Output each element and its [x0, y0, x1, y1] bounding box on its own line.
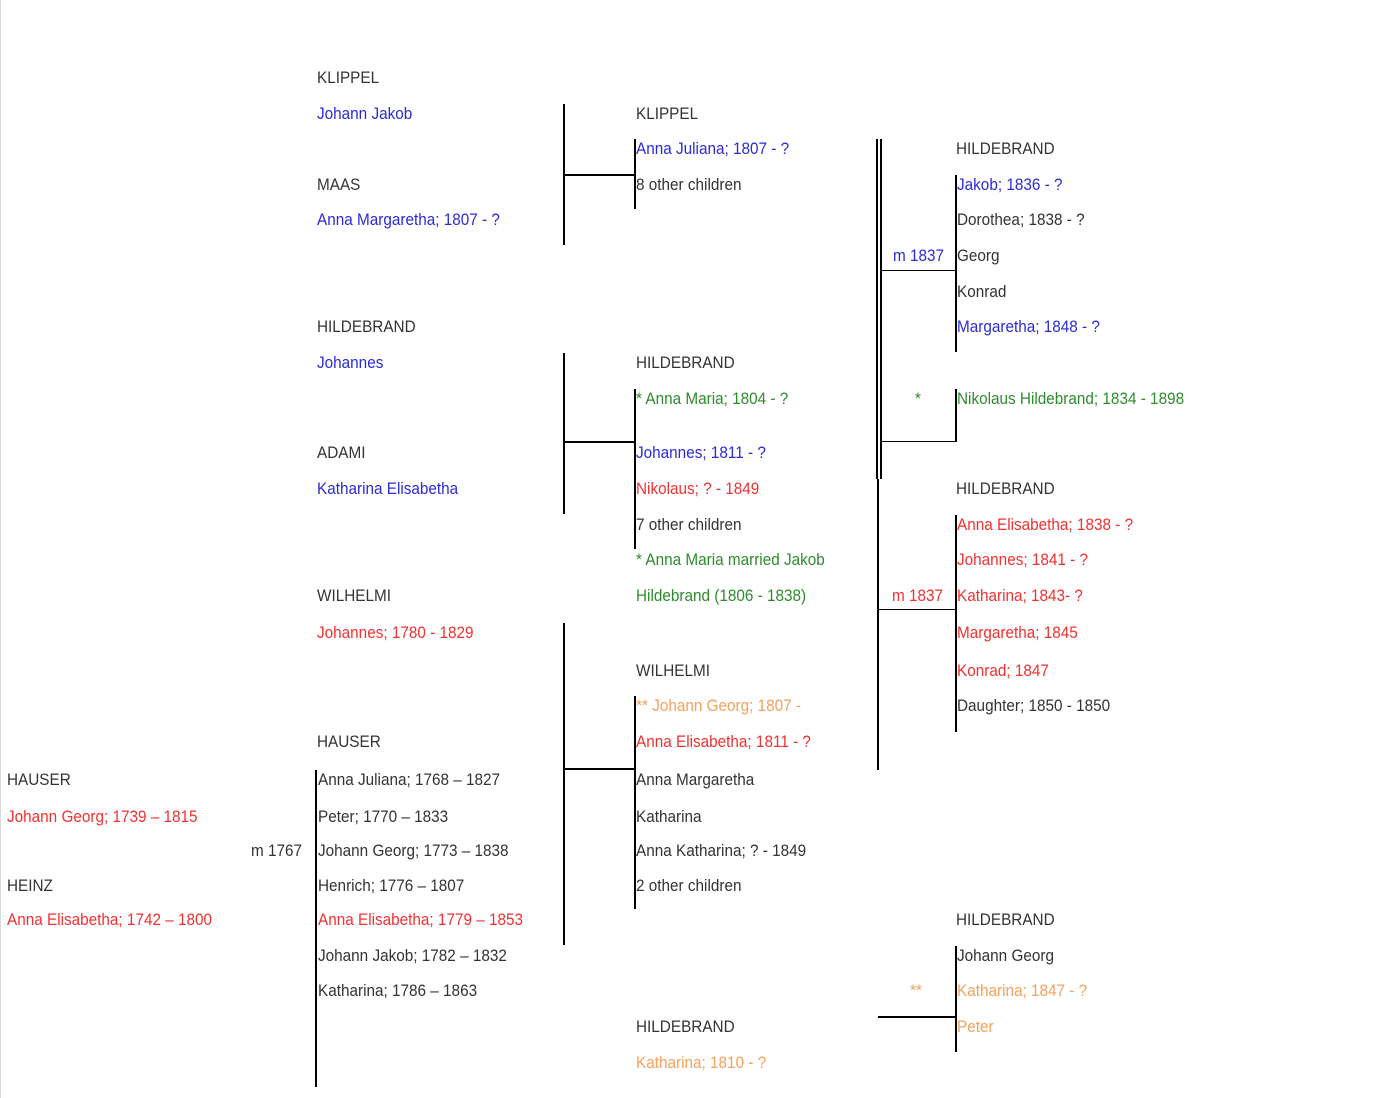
child-anna-elisabetha-wilhelmi: Anna Elisabetha; 1811 - ? [636, 732, 811, 751]
surname-heinz: HEINZ [7, 876, 53, 895]
child-peter-3: Peter [957, 1017, 994, 1036]
child-katharina-hauser: Katharina; 1786 – 1863 [318, 981, 478, 1000]
connector-family1-parents-b [880, 139, 882, 479]
person-johannes-wilhelmi: Johannes; 1780 - 1829 [317, 623, 474, 642]
surname-hildebrand2-c3: HILDEBRAND [636, 1017, 735, 1036]
surname-klippel-c3: KLIPPEL [636, 104, 699, 123]
child-nikolaus-hildebrand: Nikolaus; ? - 1849 [636, 479, 760, 498]
child-anna-elisabetha-2: Anna Elisabetha; 1838 - ? [957, 515, 1134, 534]
child-henrich-hauser: Henrich; 1776 – 1807 [318, 876, 465, 895]
child-anna-juliana-hauser: Anna Juliana; 1768 – 1827 [318, 770, 501, 789]
child-anna-juliana-klippel: Anna Juliana; 1807 - ? [636, 139, 790, 158]
surname-wilhelmi-c3: WILHELMI [636, 661, 710, 680]
klippel-other-children: 8 other children [636, 175, 742, 194]
connector-hildebrand-parents [563, 353, 565, 514]
connector-hauser-children [315, 770, 317, 1087]
note-anna-maria-line2: Hildebrand (1806 - 1838) [636, 586, 807, 605]
child-margaretha: Margaretha; 1848 - ? [957, 317, 1100, 336]
surname-hildebrand-c2: HILDEBRAND [317, 317, 416, 336]
connector-family2-children [955, 515, 957, 732]
surname-adami: ADAMI [317, 443, 366, 462]
surname-wilhelmi-c2: WILHELMI [317, 586, 391, 605]
child-katharina-wilhelmi: Katharina [636, 807, 702, 826]
connector-klippel-link [563, 174, 635, 176]
person-katharina-elisabetha-adami: Katharina Elisabetha [317, 479, 459, 498]
connector-family3-children [955, 946, 957, 1052]
child-johann-georg-wilhelmi: ** Johann Georg; 1807 - [636, 696, 802, 715]
marriage-label-1837-b: m 1837 [892, 586, 944, 605]
connector-hildebrand-children [634, 389, 636, 549]
connector-wilhelmi-parents [563, 623, 565, 945]
surname-maas: MAAS [317, 175, 361, 194]
marriage-label-1767: m 1767 [251, 841, 303, 860]
wilhelmi-other-children: 2 other children [636, 876, 742, 895]
surname-hildebrand-c4b: HILDEBRAND [956, 479, 1055, 498]
marriage-label-1837-a: m 1837 [893, 246, 945, 265]
child-dorothea: Dorothea; 1838 - ? [957, 210, 1085, 229]
connector-family1-link [880, 270, 956, 271]
surname-klippel-c2: KLIPPEL [317, 68, 380, 87]
connector-family2-link [877, 609, 956, 610]
connector-family2-parents [877, 479, 879, 770]
child-peter-hauser: Peter; 1770 – 1833 [318, 807, 449, 826]
child-georg: Georg [957, 246, 1000, 265]
connector-nikolaus-link [880, 441, 956, 442]
child-konrad: Konrad [957, 282, 1007, 301]
surname-hildebrand-c4a: HILDEBRAND [956, 139, 1055, 158]
child-johannes-hildebrand: Johannes; 1811 - ? [636, 443, 766, 462]
child-johannes-2: Johannes; 1841 - ? [957, 550, 1089, 569]
connector-family1-parents-a [876, 139, 878, 479]
person-anna-elisabetha-heinz: Anna Elisabetha; 1742 – 1800 [7, 910, 213, 929]
hildebrand-other-children: 7 other children [636, 515, 742, 534]
child-johann-georg-3: Johann Georg [957, 946, 1054, 965]
child-anna-maria-hildebrand: * Anna Maria; 1804 - ? [636, 389, 789, 408]
person-katharina-hildebrand: Katharina; 1810 - ? [636, 1053, 767, 1072]
person-johann-jakob-klippel: Johann Jakob [317, 104, 413, 123]
child-jakob: Jakob; 1836 - ? [957, 175, 1063, 194]
double-star-marker: ** [910, 981, 922, 1000]
connector-hildebrand-link [563, 441, 635, 443]
surname-hildebrand-c4c: HILDEBRAND [956, 910, 1055, 929]
child-katharina-3: Katharina; 1847 - ? [957, 981, 1088, 1000]
surname-hauser-c1: HAUSER [7, 770, 71, 789]
person-johann-georg-hauser: Johann Georg; 1739 – 1815 [7, 807, 198, 826]
note-anna-maria-line1: * Anna Maria married Jakob [636, 550, 825, 569]
page-edge [0, 0, 1, 1098]
connector-family3-link [878, 1016, 956, 1018]
child-anna-katharina-wilhelmi: Anna Katharina; ? - 1849 [636, 841, 807, 860]
child-anna-margaretha-wilhelmi: Anna Margaretha [636, 770, 755, 789]
connector-wilhelmi-link [563, 768, 635, 770]
star-marker: * [915, 389, 921, 408]
child-daughter: Daughter; 1850 - 1850 [957, 696, 1111, 715]
child-anna-elisabetha-hauser: Anna Elisabetha; 1779 – 1853 [318, 910, 524, 929]
person-nikolaus-hildebrand: Nikolaus Hildebrand; 1834 - 1898 [957, 389, 1185, 408]
child-johann-jakob-hauser: Johann Jakob; 1782 – 1832 [318, 946, 507, 965]
child-margaretha-2: Margaretha; 1845 [957, 623, 1078, 642]
person-johannes-hildebrand: Johannes [317, 353, 384, 372]
child-konrad-2: Konrad; 1847 [957, 661, 1049, 680]
person-anna-margaretha-maas: Anna Margaretha; 1807 - ? [317, 210, 500, 229]
connector-klippel-children [634, 139, 636, 209]
child-katharina-2: Katharina; 1843- ? [957, 586, 1083, 605]
connector-family1-children [955, 175, 957, 352]
connector-nikolaus-child [955, 389, 957, 442]
child-johann-georg-hauser: Johann Georg; 1773 – 1838 [318, 841, 509, 860]
surname-hildebrand-c3: HILDEBRAND [636, 353, 735, 372]
connector-wilhelmi-children [634, 696, 636, 909]
surname-hauser-c2: HAUSER [317, 732, 381, 751]
